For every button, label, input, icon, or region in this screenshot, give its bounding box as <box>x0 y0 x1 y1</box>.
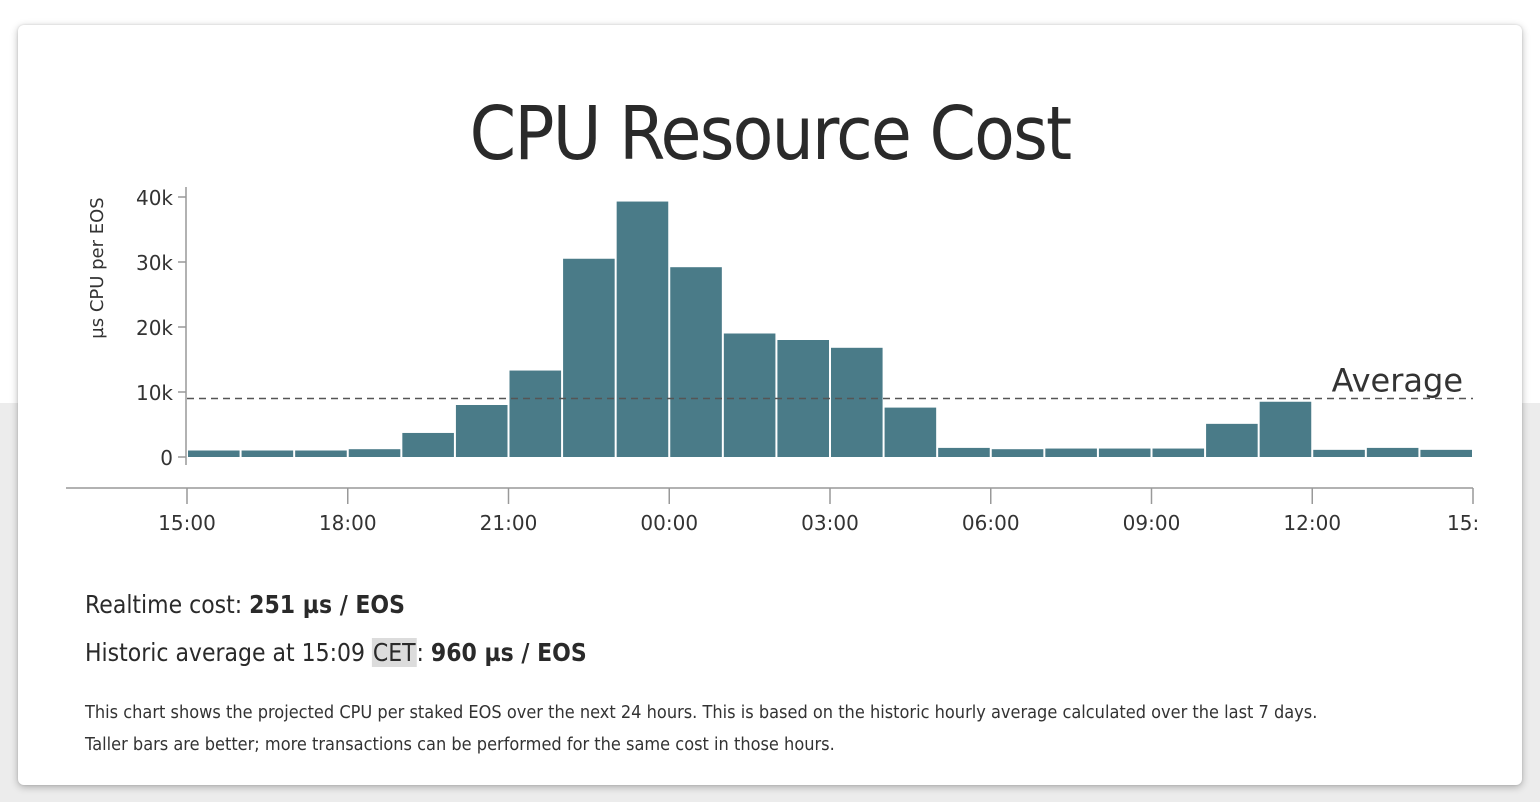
realtime-cost: Realtime cost: 251 µs / EOS <box>85 590 405 619</box>
x-tick-label: 12:00 <box>1283 511 1341 535</box>
bar-19:00 <box>402 432 454 457</box>
y-tick-label: 20k <box>136 316 173 340</box>
historic-separator: : <box>416 638 431 667</box>
bar-23:00 <box>616 201 669 457</box>
chart-description: This chart shows the projected CPU per s… <box>85 697 1471 761</box>
bar-13:00 <box>1366 447 1419 457</box>
bar-12:00 <box>1313 449 1365 457</box>
x-tick-label: 06:00 <box>962 511 1020 535</box>
y-tick-label: 10k <box>136 381 173 405</box>
chart-card: CPU Resource Cost 0 10k 20k 30k 40k µs CPU pe… <box>18 25 1522 785</box>
bar-17:00 <box>295 450 347 457</box>
bar-04:00 <box>884 407 937 457</box>
x-tick-label: 09:00 <box>1123 511 1181 535</box>
bar-chart: 0 10k 20k 30k 40k µs CPU per EOS 15:00 18:00 21:… <box>66 186 1479 535</box>
bar-21:00 <box>509 370 562 457</box>
bar-15:00 <box>188 450 240 457</box>
bar-07:00 <box>1045 448 1097 457</box>
bar-22:00 <box>563 258 615 457</box>
description-line-1: This chart shows the projected CPU per s… <box>85 702 1318 723</box>
x-tick-label: 15:00 <box>158 511 216 535</box>
chart-title: CPU Resource Cost <box>469 91 1072 177</box>
x-tick-label: 18:00 <box>319 511 377 535</box>
x-tick-label: 00:00 <box>640 511 698 535</box>
bar-06:00 <box>991 449 1044 457</box>
y-tick-label: 40k <box>136 186 173 210</box>
y-tick-label: 0 <box>160 446 173 470</box>
x-tick-label: 03:00 <box>801 511 859 535</box>
bar-18:00 <box>348 449 401 457</box>
bar-10:00 <box>1206 423 1258 457</box>
bar-03:00 <box>831 347 883 457</box>
realtime-cost-value: 251 µs / EOS <box>249 590 405 619</box>
x-tick-label: 21:00 <box>480 511 538 535</box>
description-line-2: Taller bars are better; more transaction… <box>85 734 835 755</box>
bar-20:00 <box>455 405 508 457</box>
y-tick-label: 30k <box>136 251 173 275</box>
bar-14:00 <box>1420 449 1472 457</box>
historic-average: Historic average at 15:09 CET: 960 µs / … <box>85 638 587 667</box>
x-tick-label: 15: <box>1447 511 1479 535</box>
historic-average-value: 960 µs / EOS <box>430 638 587 667</box>
bar-00:00 <box>670 267 722 457</box>
average-label: Average <box>1332 362 1463 400</box>
bar-09:00 <box>1152 448 1205 457</box>
y-axis-title: µs CPU per EOS <box>87 197 108 338</box>
bar-11:00 <box>1259 401 1312 457</box>
bar-08:00 <box>1098 448 1151 457</box>
historic-average-label: Historic average at 15:09 <box>85 638 373 667</box>
bar-16:00 <box>241 450 294 457</box>
realtime-cost-label: Realtime cost: <box>85 590 250 619</box>
bar-01:00 <box>723 333 776 457</box>
bar-05:00 <box>938 447 990 457</box>
timezone-abbr: CET <box>372 638 417 667</box>
